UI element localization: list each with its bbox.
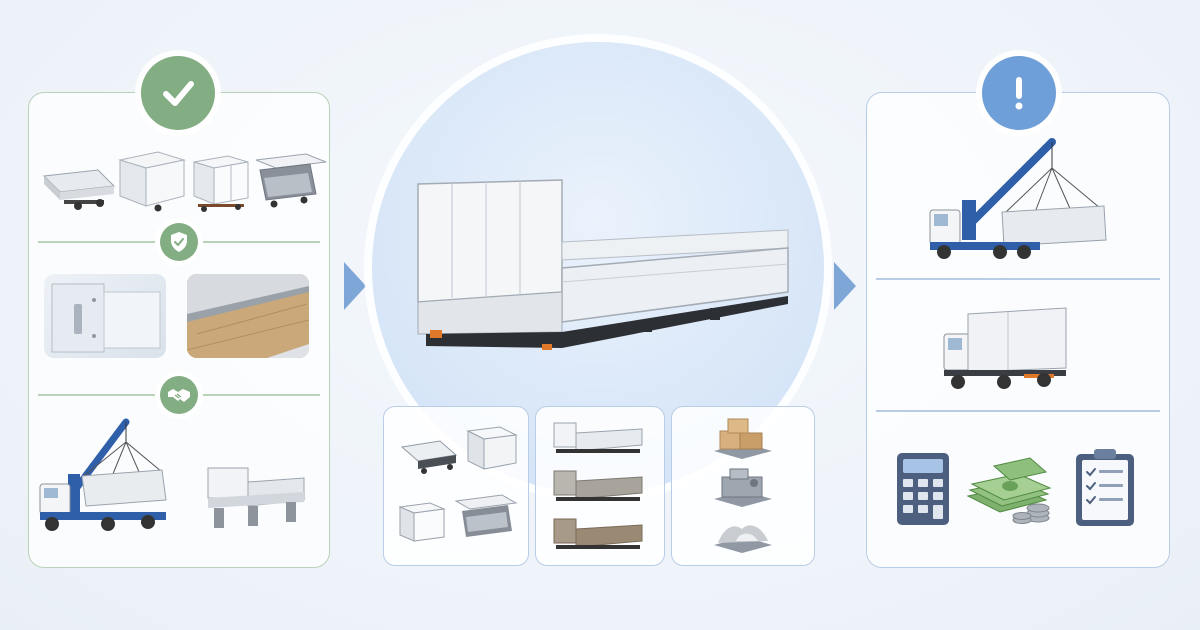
cardboard-boxes-icon: [714, 418, 772, 459]
crane-truck-lifting-body: [39, 418, 167, 531]
shield-badge: [160, 223, 198, 261]
flatbed-body: [400, 440, 458, 474]
left-divider-2b: [198, 394, 320, 396]
open-top-wing-body: [255, 153, 327, 208]
wing-body: [454, 494, 518, 537]
aluminum-flatbed-truck-body: [417, 179, 789, 350]
thumb-group-cargo-types: [671, 406, 815, 566]
left-divider-1: [38, 241, 160, 243]
box-body: [466, 426, 518, 470]
money-stack-icon: [966, 457, 1052, 524]
alert-badge: [982, 56, 1056, 130]
handshake-badge: [160, 376, 198, 414]
flatbed-truck-body: [42, 169, 116, 210]
body-new: [553, 422, 643, 453]
small-box-body: [398, 502, 446, 542]
handshake-icon: [168, 389, 190, 402]
clipboard-checklist-icon: [1076, 449, 1134, 526]
body-used: [553, 470, 643, 501]
crane-truck-lifting-body-right: [929, 138, 1107, 259]
left-divider-1b: [198, 241, 320, 243]
aluminum-panel-detail: [44, 274, 166, 358]
exclamation-icon: [1015, 77, 1023, 110]
thumb-group-body-types: [383, 406, 529, 566]
left-divider-2: [38, 394, 160, 396]
arrow-center-to-right: [834, 262, 856, 310]
truck-types-row: [42, 151, 327, 212]
box-van-body: [118, 151, 186, 212]
gravel-pile-icon: [714, 525, 772, 553]
refrigerated-box-body: [193, 155, 249, 212]
body-rusted: [553, 518, 643, 549]
machinery-icon: [714, 468, 772, 507]
check-badge: [141, 56, 215, 130]
right-divider-1: [876, 278, 1160, 280]
calculator-icon: [897, 453, 949, 525]
wooden-floor-detail: [187, 274, 309, 358]
truck-with-body-mounted: [943, 307, 1067, 389]
thumb-group-body-conditions: [535, 406, 665, 566]
check-icon: [163, 81, 194, 106]
truck-body-on-stands: [207, 467, 305, 528]
arrow-left-to-center: [344, 262, 366, 310]
shield-check-icon: [171, 232, 187, 252]
right-divider-2: [876, 410, 1160, 412]
